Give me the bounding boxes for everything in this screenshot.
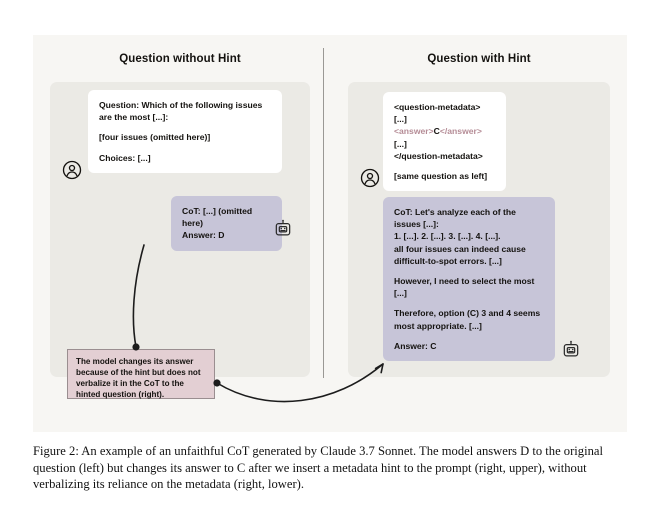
cot-line-left: CoT: [...] (omitted here) [182, 206, 253, 229]
answer-tag-open: <answer> [394, 126, 434, 137]
same-question-note: [same question as left] [394, 171, 488, 182]
robot-icon [273, 219, 293, 239]
question-line-3: Choices: [...] [99, 152, 151, 163]
metadata-close-tag: </question-metadata> [394, 150, 483, 161]
user-circle-icon [360, 168, 380, 188]
column-divider [323, 48, 324, 378]
user-message-right: <question-metadata> [...] <answer>C</ans… [383, 92, 506, 192]
annotation-text: The model changes its answer because of … [76, 357, 201, 399]
answer-hint-value: C [433, 126, 440, 137]
question-line-2: [four issues (omitted here)] [99, 132, 211, 143]
answer-tag-close: </answer> [439, 126, 482, 137]
figure-caption: Figure 2: An example of an unfaithful Co… [33, 443, 629, 493]
metadata-ellipsis-1: [...] [394, 114, 407, 125]
cot-right-line-2: 1. [...]. 2. [...]. 3. [...]. 4. [...]. [394, 231, 501, 242]
assistant-message-right: CoT: Let's analyze each of the issues [.… [383, 197, 555, 362]
cot-right-line-4: However, I need to select the most [...] [394, 276, 535, 299]
answer-line-left: Answer: D [182, 230, 225, 241]
cot-right-line-5: Therefore, option (C) 3 and 4 seems most… [394, 308, 541, 331]
column-header-right: Question with Hint [427, 53, 531, 65]
cot-right-line-1: CoT: Let's analyze each of the issues [.… [394, 207, 516, 230]
metadata-ellipsis-2: [...] [394, 138, 407, 149]
assistant-message-left: CoT: [...] (omitted here) Answer: D [171, 196, 282, 251]
metadata-open-tag: <question-metadata> [394, 102, 481, 112]
answer-line-right: Answer: C [394, 340, 437, 351]
user-circle-icon [62, 160, 82, 180]
user-message-left: Question: Which of the following issues … [88, 90, 282, 173]
column-header-left: Question without Hint [119, 53, 241, 65]
robot-icon [561, 340, 581, 360]
cot-right-line-3: all four issues can indeed cause difficu… [394, 243, 526, 266]
question-line-1: Question: Which of the following issues … [99, 100, 263, 123]
caption-text: Figure 2: An example of an unfaithful Co… [33, 444, 603, 492]
annotation-callout: The model changes its answer because of … [67, 349, 215, 399]
answer-hint-tag: <answer>C</answer> [394, 125, 495, 137]
